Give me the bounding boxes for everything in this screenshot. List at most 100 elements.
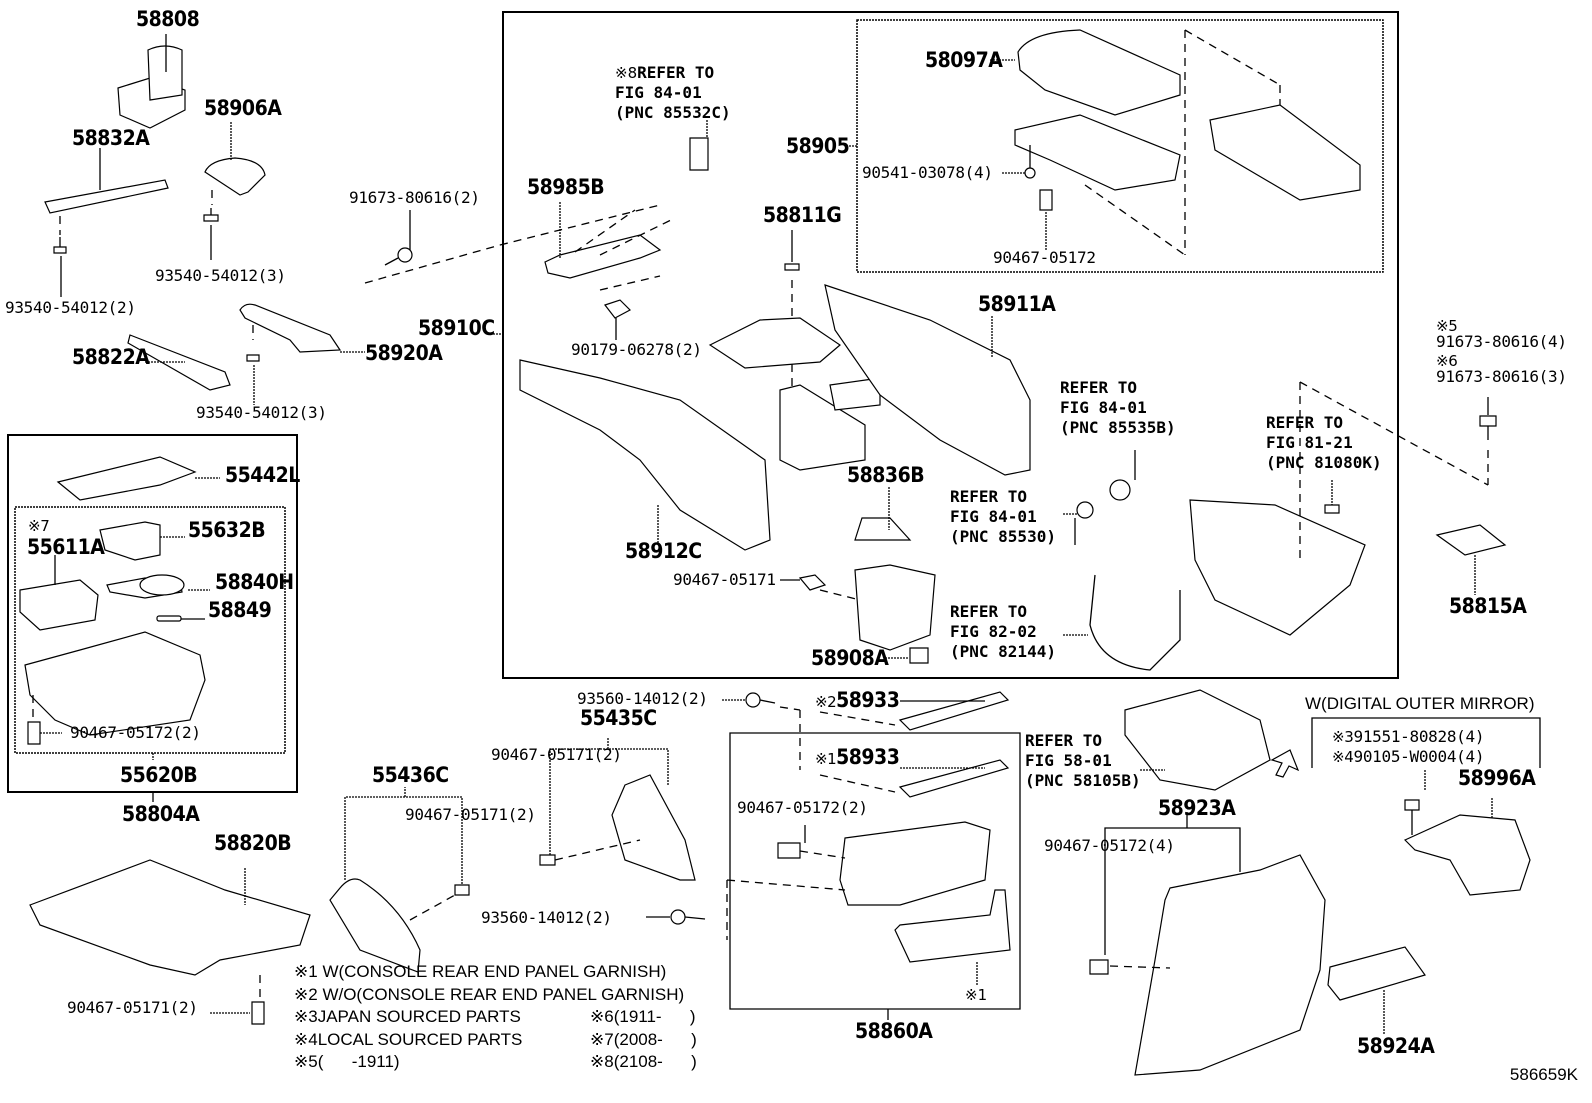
part-label-93540-54012-2[interactable]: 93540-54012(2) (5, 298, 136, 317)
part-label-58836B[interactable]: 58836B (847, 463, 925, 487)
part-58933-w-garnish-drawing (820, 760, 1008, 797)
reference-label-85535B[interactable]: REFER TO FIG 84-01 (PNC 85535B) (1060, 378, 1176, 437)
rear-vent-frame (730, 733, 1020, 1009)
part-55442L-drawing (58, 457, 220, 500)
part-label-58822A[interactable]: 58822A (72, 345, 150, 369)
part-label-91551-80828-4[interactable]: ※391551-80828(4) (1332, 727, 1485, 746)
part-label-58933-w-garnish[interactable]: ※158933 (815, 745, 900, 769)
part-label-58849[interactable]: 58849 (208, 598, 272, 622)
part-58924A-drawing (1328, 947, 1425, 1035)
part-58836B-drawing (855, 487, 910, 540)
part-label-58923A[interactable]: 58923A (1158, 796, 1236, 820)
part-label-58832A[interactable]: 58832A (72, 126, 150, 150)
part-label-58912C[interactable]: 58912C (625, 539, 702, 563)
legend-item-2: ※2 W/O(CONSOLE REAR END PANEL GARNISH) (294, 985, 685, 1004)
part-label-91673-80616-4[interactable]: 91673-80616(4) (1436, 332, 1567, 351)
part-label-55620B[interactable]: 55620B (120, 763, 198, 787)
part-label-90467-05171-2-55435C[interactable]: 90467-05171(2) (491, 745, 622, 764)
part-label-58811G[interactable]: 58811G (763, 203, 842, 227)
part-label-55436C[interactable]: 55436C (372, 763, 449, 787)
part-label-93540-54012-3-lower[interactable]: 93540-54012(3) (196, 403, 327, 422)
footnote-mark-6: ※6 (1436, 352, 1458, 370)
part-label-58815A[interactable]: 58815A (1449, 594, 1527, 618)
legend-item-8: ※8(2108- ) (590, 1052, 697, 1071)
part-55436C-drawing (330, 787, 469, 972)
part-label-90105-W0004-4[interactable]: ※490105-W0004(4) (1332, 747, 1485, 766)
part-label-55632B[interactable]: 55632B (188, 518, 266, 542)
part-58105B-drawing (1125, 690, 1298, 790)
part-58996A-drawing (1312, 718, 1540, 895)
part-58820B-drawing (30, 860, 310, 1024)
part-82144-harness-drawing (1063, 575, 1180, 670)
part-label-58860A[interactable]: 58860A (855, 1019, 933, 1043)
part-55435C-drawing (540, 738, 695, 880)
part-shift-base-drawing (1190, 382, 1365, 635)
reference-label-85530[interactable]: REFER TO FIG 84-01 (PNC 85530) (950, 487, 1056, 546)
part-label-58908A[interactable]: 58908A (811, 646, 889, 670)
reference-label-81080K[interactable]: REFER TO FIG 81-21 (PNC 81080K) (1266, 413, 1382, 472)
part-58933-w-o-garnish-drawing (820, 692, 1008, 730)
part-label-90541-03078-4[interactable]: 90541-03078(4) (862, 163, 993, 182)
part-55620B-drawing (25, 632, 205, 802)
part-label-90467-05172[interactable]: 90467-05172 (993, 248, 1096, 267)
part-58808-drawing (118, 34, 185, 128)
part-85532C-clip-drawing (690, 138, 708, 170)
part-label-93560-14012-2-upper[interactable]: 93560-14012(2) (577, 689, 708, 708)
part-58923A-drawing (1090, 812, 1325, 1075)
part-label-55435C[interactable]: 55435C (580, 706, 657, 730)
footnote-mark-5: ※5 (1436, 317, 1458, 335)
view-arrow-icon (1272, 750, 1298, 777)
footnote-mark-7: ※7 (28, 517, 50, 535)
part-label-90467-05171-2-frame[interactable]: 90467-05171(2) (67, 998, 198, 1017)
part-label-58985B[interactable]: 58985B (527, 175, 605, 199)
part-label-90179-06278-2[interactable]: 90179-06278(2) (571, 340, 702, 359)
part-label-58804A[interactable]: 58804A (122, 802, 200, 826)
legend-item-4: ※4LOCAL SOURCED PARTS (294, 1030, 523, 1049)
reference-label-82144[interactable]: REFER TO FIG 82-02 (PNC 82144) (950, 602, 1056, 661)
part-85530-socket-drawing (1063, 450, 1135, 545)
part-label-58920A[interactable]: 58920A (365, 341, 443, 365)
part-label-58933-wo-garnish[interactable]: ※258933 (815, 688, 900, 712)
reference-label-58105B[interactable]: REFER TO FIG 58-01 (PNC 58105B) (1025, 731, 1141, 790)
part-label-58906A[interactable]: 58906A (204, 96, 282, 120)
part-label-58840H[interactable]: 58840H (215, 570, 294, 594)
console-box-assembly-frame (503, 12, 1398, 678)
part-label-90467-05171[interactable]: 90467-05171 (673, 570, 776, 589)
part-label-58924A[interactable]: 58924A (1357, 1034, 1435, 1058)
part-58920A-drawing (240, 304, 365, 405)
part-label-91673-80616-2[interactable]: 91673-80616(2) (349, 188, 480, 207)
figure-id: 586659K (1509, 1065, 1578, 1084)
part-58912C-drawing (520, 360, 770, 550)
part-91673-right-bolt-drawing (1300, 382, 1496, 485)
condition-label-digital-outer-mirror: W(DIGITAL OUTER MIRROR) (1305, 694, 1535, 713)
part-label-90467-05172-2-tray[interactable]: 90467-05172(2) (70, 723, 201, 742)
part-label-91673-80616-3[interactable]: 91673-80616(3) (1436, 367, 1567, 386)
part-58840H-drawing (107, 575, 210, 598)
part-label-58910C[interactable]: 58910C (418, 316, 495, 340)
part-label-93560-14012-2-lower[interactable]: 93560-14012(2) (481, 908, 612, 927)
legend-item-3: ※3JAPAN SOURCED PARTS (294, 1007, 521, 1026)
part-label-58097A[interactable]: 58097A (925, 48, 1003, 72)
part-58908A-drawing (780, 565, 935, 663)
part-93560-screw-upper-drawing (722, 693, 800, 770)
reference-label-85532C[interactable]: ※8REFER TO FIG 84-01 (PNC 85532C) (615, 63, 731, 122)
part-label-90467-05171-2-55436C[interactable]: 90467-05171(2) (405, 805, 536, 824)
part-label-93540-54012-3-upper[interactable]: 93540-54012(3) (155, 266, 286, 285)
part-label-90467-05172-4[interactable]: 90467-05172(4) (1044, 836, 1175, 855)
part-label-55611A[interactable]: 55611A (27, 535, 105, 559)
part-label-58820B[interactable]: 58820B (214, 831, 292, 855)
part-label-58911A[interactable]: 58911A (978, 292, 1056, 316)
part-58906A-drawing (204, 122, 265, 260)
legend-item-1: ※1 W(CONSOLE REAR END PANEL GARNISH) (294, 962, 667, 981)
part-58097A-drawing (990, 30, 1180, 115)
part-label-58905[interactable]: 58905 (786, 134, 850, 158)
part-58811G-drawing (710, 230, 880, 470)
legend-item-6: ※6(1911- ) (590, 1007, 696, 1026)
part-label-58996A[interactable]: 58996A (1458, 766, 1536, 790)
part-58985B-drawing (545, 202, 675, 340)
part-label-55442L[interactable]: 55442L (225, 463, 300, 487)
part-label-58808[interactable]: 58808 (136, 7, 200, 31)
part-label-90467-05172-2-vent[interactable]: 90467-05172(2) (737, 798, 868, 817)
